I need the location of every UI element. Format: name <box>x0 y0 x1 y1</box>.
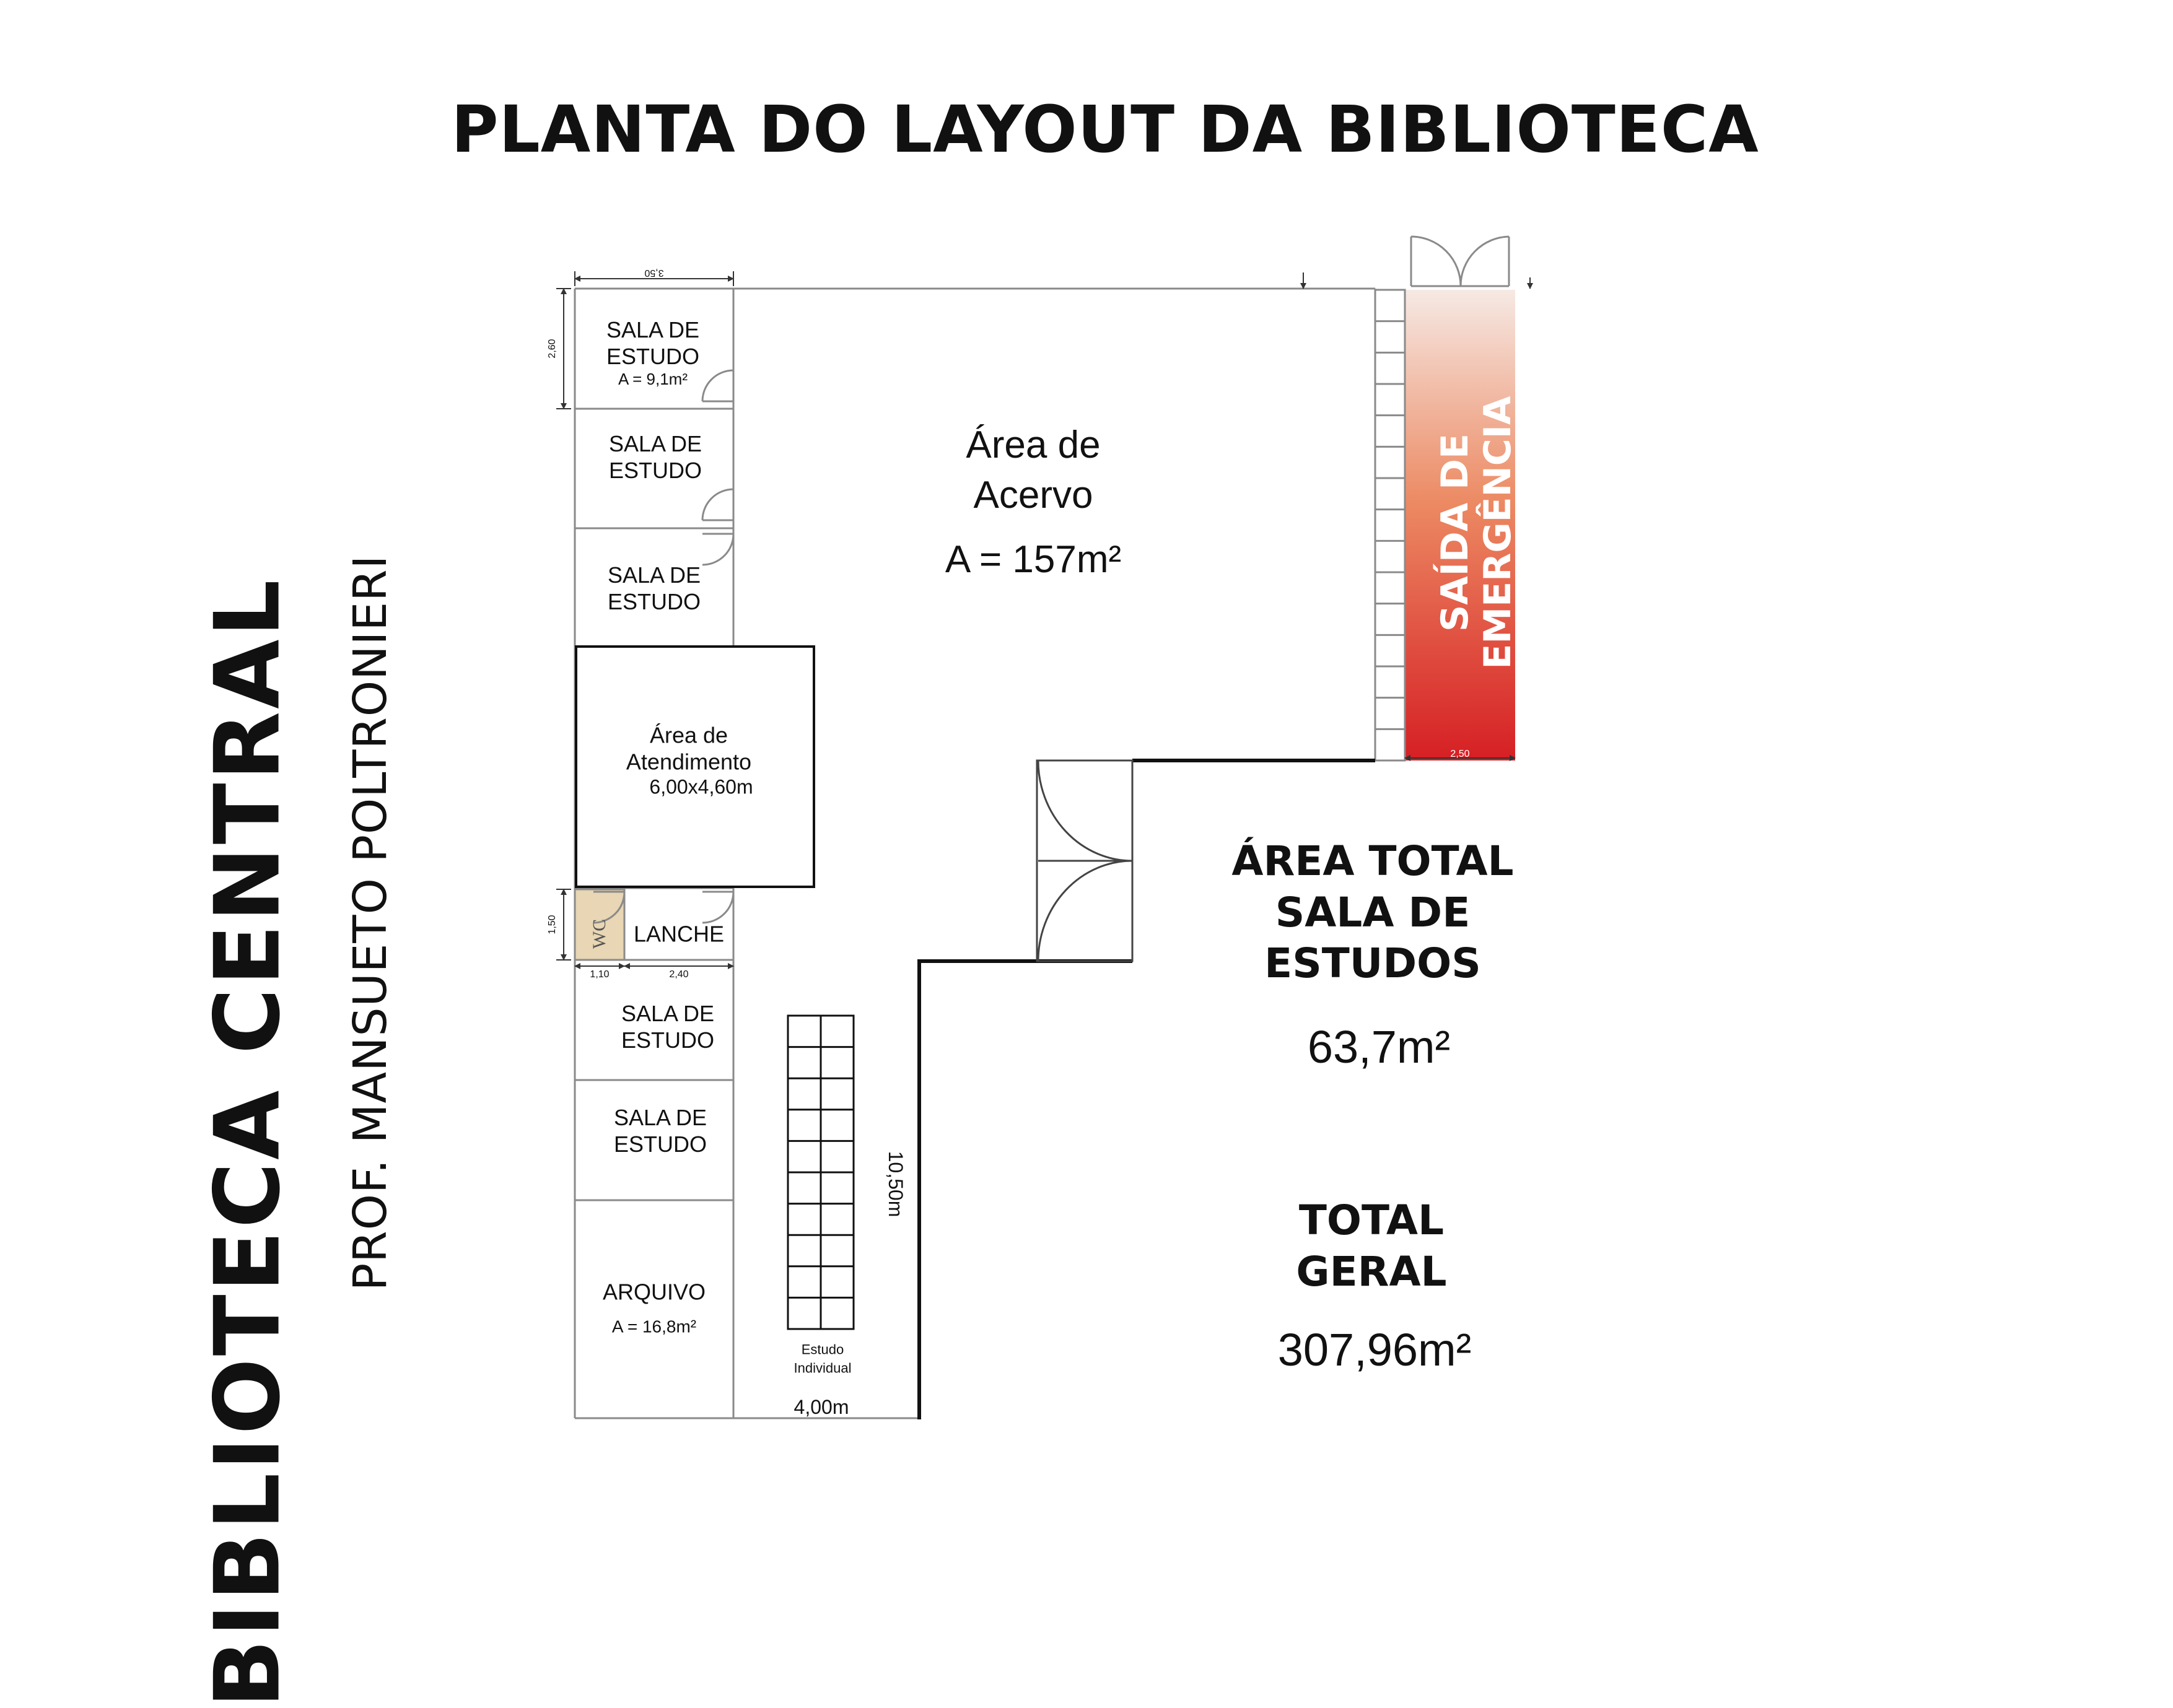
exit-double-door <box>1410 235 1510 287</box>
room-estudo-individual: Estudo Individual <box>794 1341 852 1375</box>
room-wc-label: WC <box>589 918 610 949</box>
study-total-block: ÁREA TOTAL SALA DE ESTUDOS 63,7m² <box>1231 836 1513 1073</box>
general-total-block: TOTAL GERAL 307,96m² <box>1272 1195 1472 1376</box>
dim-bottom-width: 4,00m <box>794 1395 849 1418</box>
dim-exit-width: 2,50 <box>1450 749 1470 759</box>
atendimento-counter <box>575 645 815 888</box>
room-study-5: SALA DE ESTUDO <box>613 1104 707 1157</box>
general-total-heading-2: GERAL <box>1296 1247 1447 1296</box>
dim-corridor-length: 10,50m <box>885 1151 907 1218</box>
room-lanche: LANCHE <box>633 921 725 947</box>
room-acervo: Área de Acervo A = 157m² <box>945 424 1122 582</box>
shelving-column <box>1374 289 1406 762</box>
room-study-1: SALA DE ESTUDO A = 9,1m² <box>606 317 700 389</box>
emergency-exit-label: SAÍDA DE EMERGÊNCIA <box>1433 396 1519 669</box>
wc-room <box>574 888 626 961</box>
dimension-lines <box>556 271 1533 969</box>
room-atendimento: Área de Atendimento 6,00x4,60m <box>626 722 753 798</box>
dim-lanche-width: 2,40 <box>669 969 689 980</box>
room-study-2: SALA DE ESTUDO <box>608 430 702 483</box>
study-total-value: 63,7m² <box>1307 1021 1451 1073</box>
floor-plan <box>556 235 1533 1419</box>
dim-study-height: 2,60 <box>547 339 557 359</box>
study-total-heading-3: ESTUDOS <box>1264 939 1481 987</box>
dim-top-width: 3,50 <box>644 268 664 278</box>
study-carrels <box>787 1014 855 1330</box>
general-total-value: 307,96m² <box>1277 1324 1472 1375</box>
page-title: PLANTA DO LAYOUT DA BIBLIOTECA <box>451 92 1759 167</box>
room-doors <box>593 369 735 924</box>
dim-wc-height: 1,50 <box>547 915 557 935</box>
study-total-heading-2: SALA DE <box>1275 888 1471 936</box>
emergency-exit-strip <box>1405 290 1515 760</box>
room-study-3: SALA DE ESTUDO <box>607 562 701 614</box>
room-arquivo: ARQUIVO A = 16,8m² <box>602 1279 706 1336</box>
general-total-heading-1: TOTAL <box>1298 1196 1445 1244</box>
room-study-4: SALA DE ESTUDO <box>621 1000 715 1053</box>
dim-wc-width: 1,10 <box>590 969 610 980</box>
inner-double-door <box>1036 759 1134 962</box>
study-total-heading-1: ÁREA TOTAL <box>1231 837 1514 885</box>
acervo-walls <box>733 287 1376 760</box>
